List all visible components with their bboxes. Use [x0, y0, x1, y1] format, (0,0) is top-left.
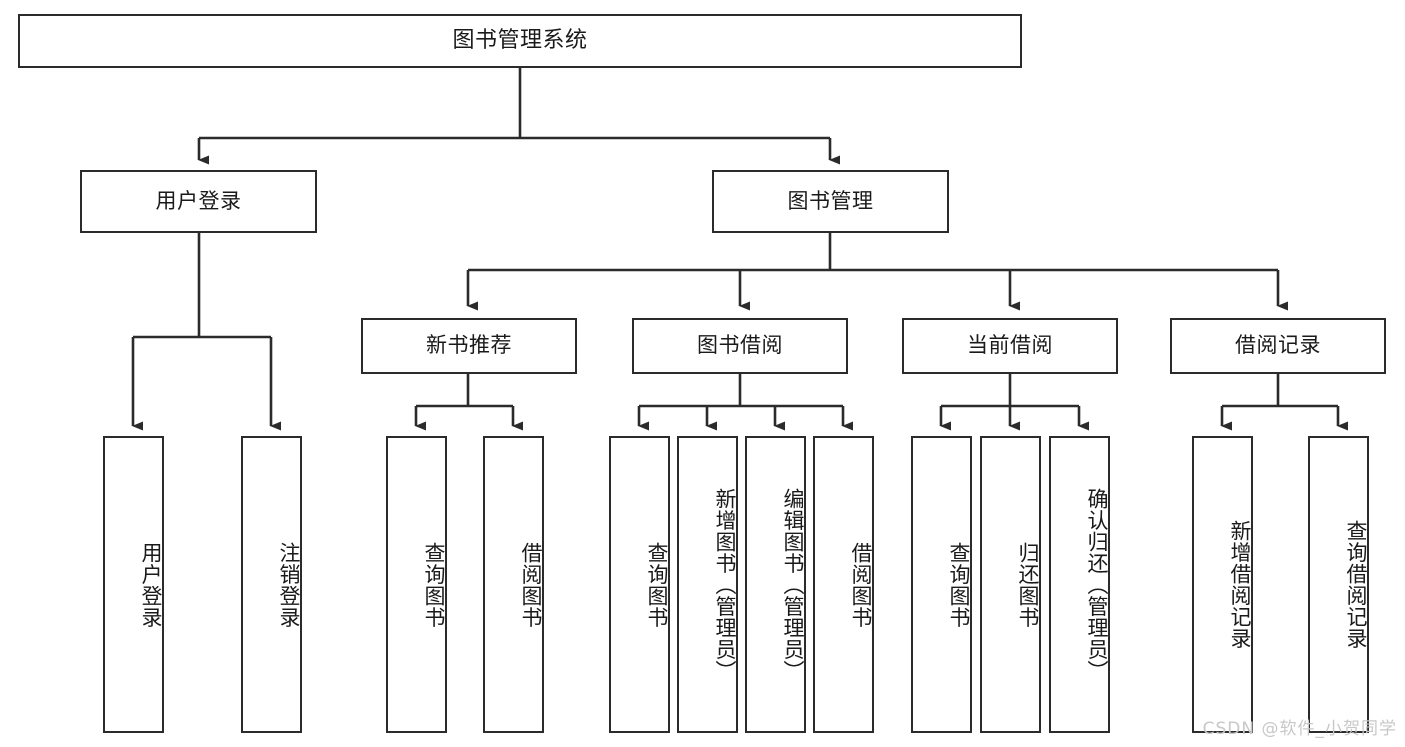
leaf-confirm-return-label: 确认归还（管理员）	[1085, 487, 1109, 682]
node-book-borrow-label: 图书借阅	[697, 333, 783, 358]
leaf-add-book[interactable]: 新增图书（管理员）	[677, 436, 738, 733]
leaf-edit-book[interactable]: 编辑图书（管理员）	[745, 436, 806, 733]
leaf-add-book-label: 新增图书（管理员）	[713, 487, 737, 682]
connector-currentborrow-to-leaves	[939, 374, 1089, 431]
node-user-login[interactable]: 用户登录	[80, 170, 317, 233]
leaf-add-record[interactable]: 新增借阅记录	[1192, 436, 1253, 733]
leaf-borrow-book-2-label: 借阅图书	[849, 541, 873, 628]
leaf-user-login[interactable]: 用户登录	[103, 436, 164, 733]
leaf-query-record-label: 查询借阅记录	[1344, 520, 1368, 649]
node-borrow-record[interactable]: 借阅记录	[1170, 318, 1386, 374]
node-borrow-record-label: 借阅记录	[1235, 333, 1321, 358]
node-new-book-recommend[interactable]: 新书推荐	[361, 318, 577, 374]
leaf-return-book-label: 归还图书	[1016, 541, 1040, 628]
leaf-borrow-book-2[interactable]: 借阅图书	[813, 436, 874, 733]
leaf-query-book-2-label: 查询图书	[645, 541, 669, 628]
leaf-logout-login-label: 注销登录	[277, 541, 301, 628]
node-book-manage[interactable]: 图书管理	[712, 170, 949, 233]
leaf-user-login-label: 用户登录	[139, 541, 163, 628]
leaf-add-record-label: 新增借阅记录	[1228, 520, 1252, 649]
leaf-logout-login[interactable]: 注销登录	[241, 436, 302, 733]
leaf-query-book-1-label: 查询图书	[422, 541, 446, 628]
leaf-borrow-book-1[interactable]: 借阅图书	[483, 436, 544, 733]
node-new-book-recommend-label: 新书推荐	[426, 333, 512, 358]
node-root-system-label: 图书管理系统	[452, 27, 588, 53]
node-book-borrow[interactable]: 图书借阅	[632, 318, 848, 374]
leaf-edit-book-label: 编辑图书（管理员）	[781, 487, 805, 682]
leaf-query-record[interactable]: 查询借阅记录	[1308, 436, 1369, 733]
node-book-manage-label: 图书管理	[787, 188, 874, 213]
connector-newbook-to-leaves	[414, 374, 523, 431]
leaf-query-book-2[interactable]: 查询图书	[609, 436, 670, 733]
node-user-login-label: 用户登录	[155, 188, 242, 213]
leaf-query-book-1[interactable]: 查询图书	[386, 436, 447, 733]
leaf-query-book-3[interactable]: 查询图书	[911, 436, 972, 733]
leaf-borrow-book-1-label: 借阅图书	[519, 541, 543, 628]
connector-borrowrecord-to-leaves	[1220, 374, 1348, 431]
leaf-query-book-3-label: 查询图书	[947, 541, 971, 628]
connector-userlogin-to-leaves	[131, 233, 281, 431]
leaf-confirm-return[interactable]: 确认归还（管理员）	[1049, 436, 1110, 733]
connector-root-to-level1	[197, 68, 840, 165]
node-root-system[interactable]: 图书管理系统	[18, 14, 1022, 68]
node-current-borrow-label: 当前借阅	[967, 333, 1053, 358]
connector-bookmanage-to-level2	[466, 233, 1288, 311]
connector-bookborrow-to-leaves	[637, 374, 853, 431]
leaf-return-book[interactable]: 归还图书	[980, 436, 1041, 733]
node-current-borrow[interactable]: 当前借阅	[902, 318, 1118, 374]
